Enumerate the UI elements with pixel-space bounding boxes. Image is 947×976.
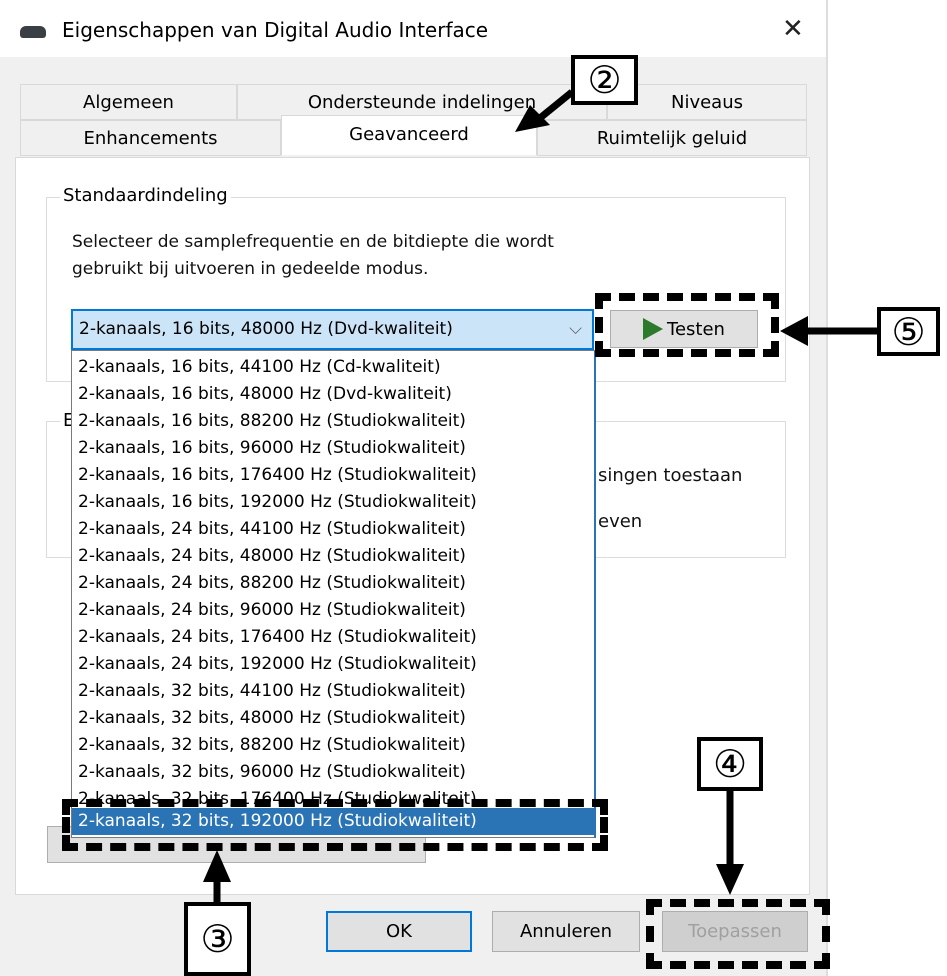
format-dropdown[interactable]: 2-kanaals, 16 bits, 48000 Hz (Dvd-kwalit… [71,309,594,350]
arrow-step2 [537,89,575,121]
close-button[interactable]: ✕ [782,14,804,44]
format-option[interactable]: 2-kanaals, 16 bits, 44100 Hz (Cd-kwalite… [78,357,441,377]
format-option[interactable]: 2-kanaals, 16 bits, 176400 Hz (Studiokwa… [78,465,477,485]
window-title: Eigenschappen van Digital Audio Interfac… [62,18,489,42]
format-option[interactable]: 2-kanaals, 32 bits, 88200 Hz (Studiokwal… [78,735,466,755]
description-line2: gebruikt bij uitvoeren in gedeelde modus… [72,259,429,279]
ok-button[interactable]: OK [326,911,472,952]
format-dropdown-value: 2-kanaals, 16 bits, 48000 Hz (Dvd-kwalit… [79,319,453,339]
format-option[interactable]: 2-kanaals, 24 bits, 48000 Hz (Studiokwal… [78,546,466,566]
callout-step4: ④ [697,737,763,791]
format-option[interactable]: 2-kanaals, 16 bits, 192000 Hz (Studiokwa… [78,492,477,512]
format-option[interactable]: 2-kanaals, 32 bits, 96000 Hz (Studiokwal… [78,762,466,782]
test-button-label: Testen [667,318,725,340]
chevron-down-icon: ⌵ [569,319,582,339]
format-option[interactable]: 2-kanaals, 32 bits, 44100 Hz (Studiokwal… [78,681,466,701]
tab-geavanceerd[interactable]: Geavanceerd [281,115,537,155]
highlight-box-test [595,293,779,357]
format-option[interactable]: 2-kanaals, 32 bits, 48000 Hz (Studiokwal… [78,708,466,728]
speaker-device-icon [20,26,46,38]
format-option[interactable]: 2-kanaals, 24 bits, 44100 Hz (Studiokwal… [78,519,466,539]
callout-step2: ② [571,55,638,105]
callout-step5: ⑤ [877,307,940,356]
exclusive-priority-option[interactable]: even [598,511,643,532]
tab-algemeen[interactable]: Algemeen [20,84,237,120]
cancel-button[interactable]: Annuleren [492,911,640,952]
highlight-box-option [62,799,608,851]
tab-enhancements[interactable]: Enhancements [20,120,281,156]
callout-step3: ③ [184,902,251,976]
exclusive-control-option[interactable]: singen toestaan [598,465,743,486]
format-option[interactable]: 2-kanaals, 24 bits, 192000 Hz (Studiokwa… [78,654,477,674]
default-format-label: Standaardindeling [60,185,231,206]
tab-ruimtelijk-geluid[interactable]: Ruimtelijk geluid [537,120,807,156]
title-bar [0,0,826,57]
highlight-box-apply [646,899,830,969]
format-option[interactable]: 2-kanaals, 24 bits, 88200 Hz (Studiokwal… [78,573,466,593]
format-option[interactable]: 2-kanaals, 24 bits, 176400 Hz (Studiokwa… [78,627,477,647]
apply-button[interactable]: Toepassen [662,911,808,952]
format-option[interactable]: 2-kanaals, 24 bits, 96000 Hz (Studiokwal… [78,600,466,620]
format-option-highlighted[interactable]: 2-kanaals, 32 bits, 192000 Hz (Studiokwa… [72,808,594,835]
description-line1: Selecteer de samplefrequentie en de bitd… [72,232,554,252]
play-icon [643,318,664,340]
tab-niveaus[interactable]: Niveaus [607,84,807,120]
format-option[interactable]: 2-kanaals, 16 bits, 96000 Hz (Studiokwal… [78,438,466,458]
test-button[interactable]: Testen [610,310,758,348]
format-option[interactable]: 2-kanaals, 16 bits, 88200 Hz (Studiokwal… [78,411,466,431]
format-option[interactable]: 2-kanaals, 16 bits, 48000 Hz (Dvd-kwalit… [78,384,452,404]
